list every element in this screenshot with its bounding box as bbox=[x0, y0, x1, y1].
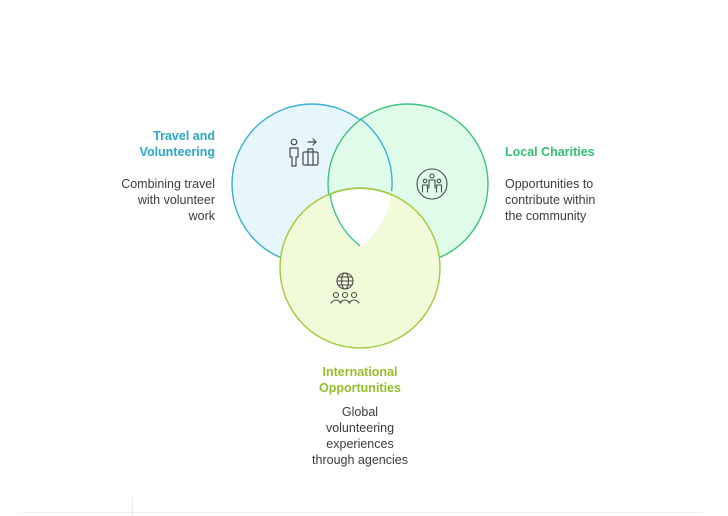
charities-desc-line-2: contribute within bbox=[505, 193, 596, 207]
international-arc-stroke bbox=[327, 187, 393, 196]
travel-desc-line-3: work bbox=[188, 209, 215, 223]
travel-volunteering-description: Combining travel with volunteer work bbox=[80, 176, 215, 224]
international-desc-line-4: through agencies bbox=[312, 453, 408, 467]
charities-title-line: Local Charities bbox=[505, 145, 595, 159]
travel-arc-stroke bbox=[359, 118, 393, 192]
international-title-line-2: Opportunities bbox=[319, 381, 401, 395]
local-charities-title: Local Charities bbox=[505, 144, 645, 160]
international-opportunities-title: International Opportunities bbox=[290, 364, 430, 396]
charities-arc-stroke bbox=[329, 193, 361, 247]
traveler-with-luggage-icon bbox=[289, 138, 319, 167]
charities-desc-line-3: the community bbox=[505, 209, 587, 223]
travel-desc-line-2: with volunteer bbox=[137, 193, 215, 207]
travel-desc-line-1: Combining travel bbox=[121, 177, 215, 191]
local-charities-description: Opportunities to contribute within the c… bbox=[505, 176, 645, 224]
travel-title-line-1: Travel and bbox=[153, 129, 215, 143]
international-opportunities-description: Global volunteering experiences through … bbox=[290, 404, 430, 468]
globe-people-icon bbox=[330, 272, 360, 304]
international-desc-line-3: experiences bbox=[326, 437, 394, 451]
bottom-divider bbox=[22, 512, 702, 513]
travel-title-line-2: Volunteering bbox=[139, 145, 215, 159]
international-title-line-1: International bbox=[322, 365, 398, 379]
travel-volunteering-title: Travel and Volunteering bbox=[90, 128, 215, 160]
bottom-tick-mark bbox=[132, 497, 133, 516]
community-group-icon bbox=[416, 168, 448, 200]
international-desc-line-2: volunteering bbox=[325, 421, 395, 435]
charities-desc-line-1: Opportunities to bbox=[505, 177, 594, 191]
international-desc-line-1: Global bbox=[341, 405, 379, 419]
